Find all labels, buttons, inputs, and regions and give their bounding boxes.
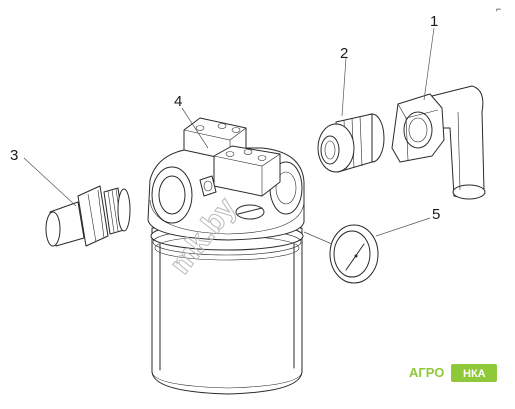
callout-5: 5 — [432, 206, 440, 223]
callout-3: 3 — [10, 147, 18, 164]
logo-text-left: АГРО — [409, 365, 444, 380]
callout-2: 2 — [340, 45, 348, 62]
part-3-hose-fitting — [45, 185, 131, 247]
agronka-logo: АГРО НКА — [409, 364, 497, 382]
part-1-elbow — [391, 85, 486, 200]
filter-head — [147, 117, 305, 241]
logo-badge — [451, 364, 497, 382]
part-2-adapter — [317, 113, 385, 173]
corner-mark: ⌐ — [496, 4, 501, 14]
part-5-gauge — [329, 224, 379, 284]
logo-text-right: НКА — [463, 368, 486, 380]
leader-lines — [23, 27, 435, 245]
callout-1: 1 — [430, 13, 438, 30]
callout-4: 4 — [174, 93, 182, 110]
